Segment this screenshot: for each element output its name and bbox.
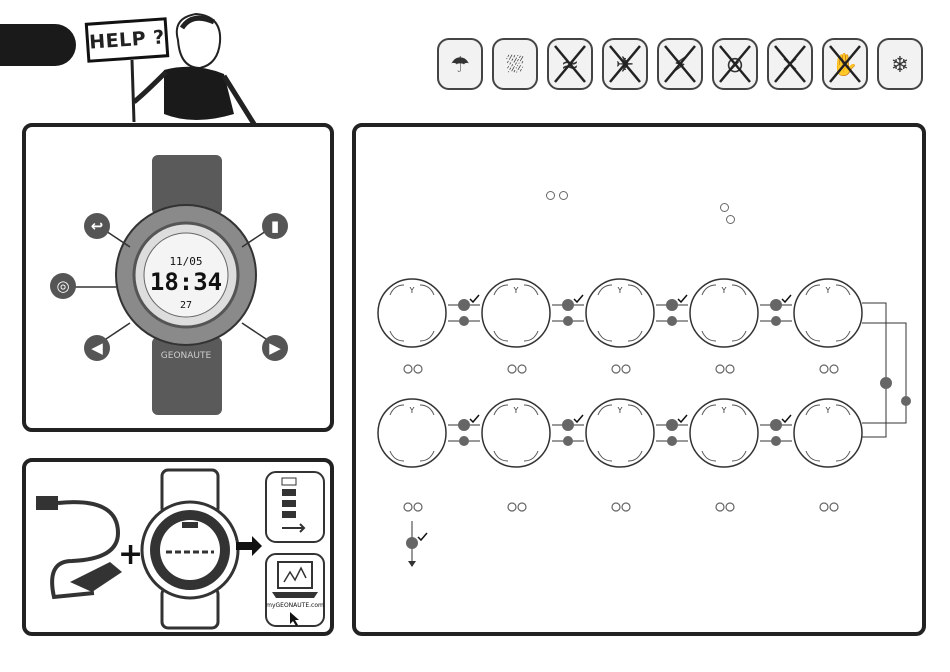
- light-mode-button-icon[interactable]: ▮: [262, 213, 288, 239]
- svg-text:☂: ☂: [450, 53, 470, 78]
- left-arrow-button-icon[interactable]: ◀: [84, 335, 110, 361]
- next-button-icon: [622, 365, 630, 373]
- prev-button-icon: [612, 503, 620, 511]
- watch-buttons-panel: GEONAUTE 11/05 18:34 27 ↩ ▮ ◎ ◀ ▶: [22, 123, 334, 432]
- down-arrow-icon: [408, 561, 416, 567]
- help-sign: HELP ?: [85, 17, 170, 63]
- light-mode-step-icon: [880, 377, 892, 389]
- no-sharp-tool-icon: ✕: [767, 38, 813, 90]
- svg-text:Y: Y: [513, 406, 519, 415]
- check-icon: [574, 415, 583, 422]
- light-button-icon[interactable]: ◎: [50, 273, 76, 299]
- watch-date: 11/05: [169, 255, 202, 268]
- next-button-icon: [622, 503, 630, 511]
- svg-text:Y: Y: [617, 406, 623, 415]
- light-mode-step-icon: [770, 419, 782, 431]
- prev-button-icon: [716, 365, 724, 373]
- temperature-range-icon: ❄: [877, 38, 923, 90]
- next-button-icon: [414, 503, 422, 511]
- prev-button-icon: [820, 503, 828, 511]
- svg-text:Y: Y: [513, 286, 519, 295]
- prev-button-icon: [612, 365, 620, 373]
- light-mode-step-icon: [562, 419, 574, 431]
- no-impact-icon: ⊘: [712, 38, 758, 90]
- light-mode-step-icon: [666, 419, 678, 431]
- section-tab: [0, 24, 76, 66]
- watch-time: 18:34: [150, 268, 222, 296]
- check-icon: [782, 415, 791, 422]
- mode-navigation-panel: Y Y Y Y Y Y Y Y Y Y: [352, 123, 926, 636]
- check-icon: [470, 295, 479, 302]
- prev-button-icon: [820, 365, 828, 373]
- svg-text:Y: Y: [617, 286, 623, 295]
- check-icon: [678, 415, 687, 422]
- svg-text:⛆: ⛆: [506, 53, 524, 78]
- check-icon: [470, 415, 479, 422]
- light-mode-step-icon: [406, 537, 418, 549]
- charging-illustration: + myGEONAUTE.com: [26, 462, 330, 632]
- light-mode-step-icon: [666, 299, 678, 311]
- next-button-icon: [518, 365, 526, 373]
- next-button-icon: [518, 503, 526, 511]
- svg-text:Y: Y: [721, 406, 727, 415]
- back-step-icon: [459, 316, 469, 326]
- no-swimming-icon: ≈: [547, 38, 593, 90]
- prev-button-icon: [404, 365, 412, 373]
- watch-seconds: 27: [180, 300, 192, 311]
- svg-text:Y: Y: [825, 406, 831, 415]
- light-mode-step-icon: [770, 299, 782, 311]
- site-url: myGEONAUTE.com: [266, 602, 324, 609]
- prev-button-icon: [508, 365, 516, 373]
- next-button-icon: [830, 365, 838, 373]
- back-step-icon: [563, 316, 573, 326]
- light-mode-step-icon: [458, 419, 470, 431]
- no-solvent-icon: ✋: [822, 38, 868, 90]
- help-sign-text: HELP ?: [89, 26, 166, 53]
- svg-text:+: +: [118, 537, 143, 572]
- back-step-icon: [771, 436, 781, 446]
- svg-text:❄: ❄: [891, 53, 909, 78]
- back-step-icon: [459, 436, 469, 446]
- no-diving-icon: ✈: [602, 38, 648, 90]
- back-step-icon: [563, 436, 573, 446]
- prev-button-icon: [508, 503, 516, 511]
- rain-umbrella-icon: ☂: [437, 38, 483, 90]
- svg-text:Y: Y: [721, 286, 727, 295]
- svg-text:Y: Y: [825, 286, 831, 295]
- light-mode-step-icon: [458, 299, 470, 311]
- check-icon: [678, 295, 687, 302]
- check-icon: [782, 295, 791, 302]
- mode-flow-diagram: Y Y Y Y Y Y Y Y Y Y: [356, 127, 922, 632]
- svg-text:Y: Y: [409, 406, 415, 415]
- light-mode-step-icon: [562, 299, 574, 311]
- back-step-icon: [667, 436, 677, 446]
- back-button-icon[interactable]: ↩: [84, 213, 110, 239]
- next-button-icon: [726, 365, 734, 373]
- back-step-icon: [901, 396, 911, 406]
- no-jet-ski-icon: ⚡: [657, 38, 703, 90]
- watch-brand: GEONAUTE: [161, 351, 212, 361]
- shower-icon: ⛆: [492, 38, 538, 90]
- next-button-icon: [414, 365, 422, 373]
- right-arrow-button-icon[interactable]: ▶: [262, 335, 288, 361]
- check-icon: [574, 295, 583, 302]
- back-step-icon: [667, 316, 677, 326]
- next-button-icon: [726, 503, 734, 511]
- svg-text:Y: Y: [409, 286, 415, 295]
- charging-panel: + myGEONAUTE.com: [22, 458, 334, 636]
- back-step-icon: [771, 316, 781, 326]
- prev-button-icon: [404, 503, 412, 511]
- next-button-icon: [830, 503, 838, 511]
- prev-button-icon: [716, 503, 724, 511]
- check-icon: [418, 533, 427, 540]
